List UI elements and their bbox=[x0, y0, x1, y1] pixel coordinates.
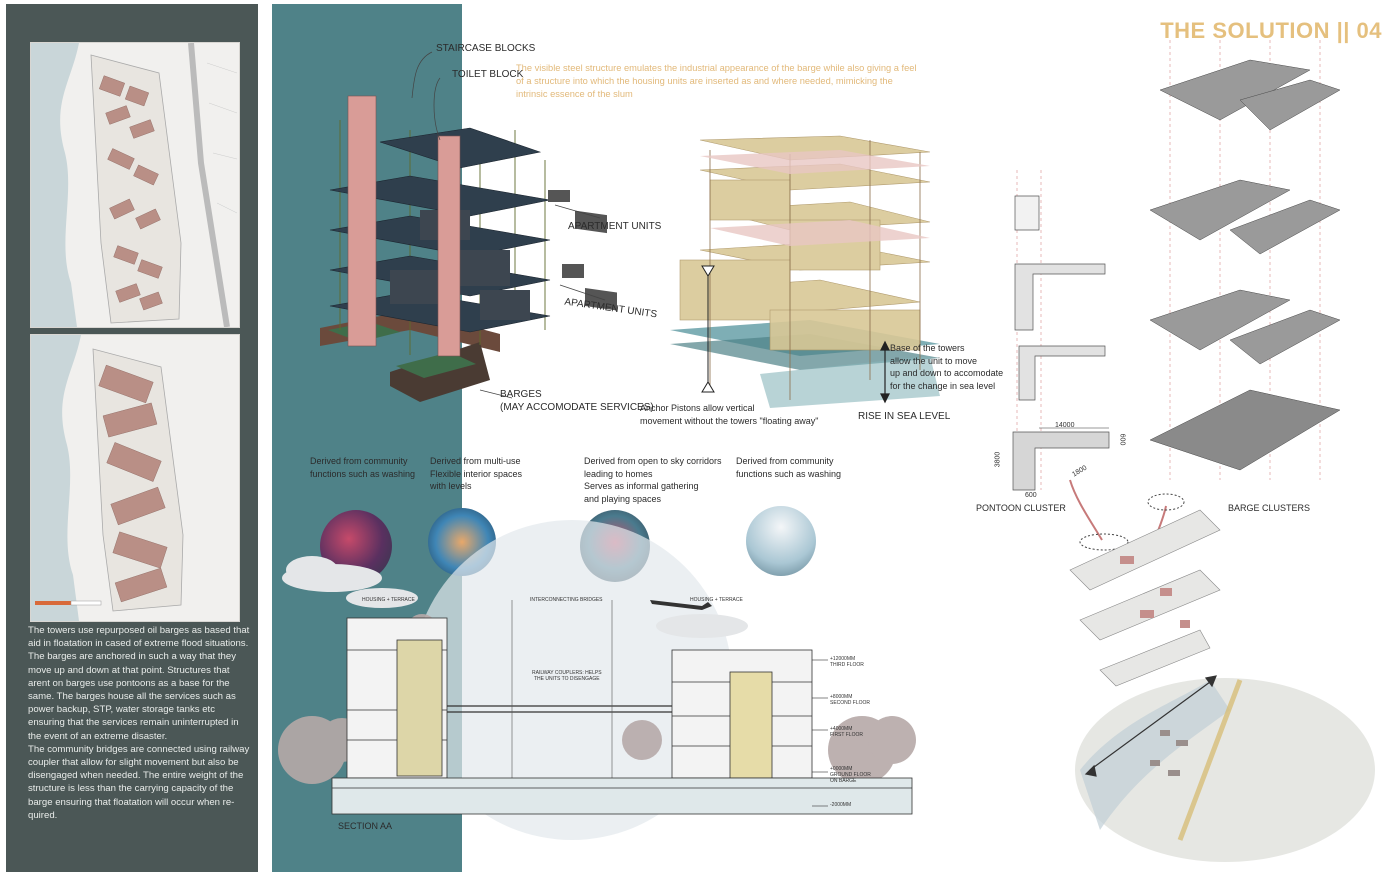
intro-text: The visible steel structure emulates the… bbox=[516, 63, 917, 99]
site-plan-top bbox=[30, 42, 240, 328]
label-barges: BARGES (MAY ACCOMODATE SERVICES) bbox=[500, 389, 654, 413]
label-interconnecting-bridges: INTERCONNECTING BRIDGES bbox=[530, 597, 603, 603]
level-ticks bbox=[812, 659, 828, 807]
section-aa-drawing bbox=[278, 520, 916, 840]
derived-caption-1: Derived from community functions such as… bbox=[310, 456, 416, 479]
right-building bbox=[671, 649, 813, 779]
photo-washing-2 bbox=[746, 506, 816, 576]
clouds bbox=[282, 556, 748, 638]
dim-left: 3800 bbox=[994, 451, 1002, 468]
label-pontoon-cluster: PONTOON CLUSTER bbox=[976, 503, 1066, 513]
barge-section bbox=[331, 777, 913, 815]
label-barge-clusters: BARGE CLUSTERS bbox=[1228, 503, 1311, 513]
derived-caption-3: Derived from open to sky corridors leadi… bbox=[584, 456, 722, 504]
label-housing-terrace-right: HOUSING + TERRACE bbox=[690, 597, 743, 603]
label-apartment-units-1: APARTMENT UNITS bbox=[568, 221, 662, 232]
level-barge-bottom: -2000MM bbox=[830, 802, 852, 808]
anchor-piston bbox=[701, 265, 715, 393]
label-staircase-blocks: STAIRCASE BLOCKS bbox=[436, 43, 536, 54]
masterplan-blocks bbox=[1120, 556, 1190, 628]
level-ground-floor: +0000MM GROUND FLOOR ON BARGE bbox=[830, 766, 871, 784]
label-rise-in-sea-level: RISE IN SEA LEVEL bbox=[858, 411, 951, 422]
page-title: THE SOLUTION || 04 bbox=[1160, 18, 1382, 43]
pink-slabs bbox=[700, 150, 930, 246]
dim-top: 14000 bbox=[1055, 422, 1075, 429]
left-building bbox=[346, 617, 448, 779]
label-housing-terrace-left: HOUSING + TERRACE bbox=[362, 597, 415, 603]
apartment-blocks bbox=[390, 210, 530, 320]
dim-bottom: 600 bbox=[1025, 492, 1037, 499]
derived-caption-4: Derived from community functions such as… bbox=[736, 456, 842, 479]
pontoon-cluster-drawing bbox=[1012, 170, 1110, 491]
level-second-floor: +8000MM SECOND FLOOR bbox=[830, 694, 871, 706]
map-blocks bbox=[1150, 730, 1188, 776]
cluster-levels bbox=[1149, 59, 1341, 471]
cluster-connection-and-map bbox=[1069, 479, 1375, 862]
label-section-aa: SECTION AA bbox=[338, 821, 393, 831]
barge-description: The towers use repurposed oil barges as … bbox=[28, 625, 250, 821]
pontoon-stack bbox=[1012, 195, 1110, 491]
left-panel bbox=[6, 4, 258, 872]
tower-staircase bbox=[347, 95, 461, 357]
label-anchor-pistons: Anchor Pistons allow vertical movement w… bbox=[640, 403, 819, 426]
unit-stack bbox=[679, 135, 931, 351]
trees bbox=[278, 614, 916, 784]
label-base-of-towers: Base of the towers allow the unit to mov… bbox=[890, 343, 1004, 391]
site-plan-bottom-drawing bbox=[31, 335, 184, 621]
level-third-floor: +12000MM THIRD FLOOR bbox=[830, 656, 864, 668]
level-first-floor: +4000MM FIRST FLOOR bbox=[830, 726, 863, 738]
derived-caption-2: Derived from multi-use Flexible interior… bbox=[430, 456, 523, 491]
steel-structure-axo bbox=[320, 95, 617, 402]
site-plan-top-drawing bbox=[31, 43, 238, 327]
label-railway-couplers: RAILWAY COUPLERS: HELPS THE UNITS TO DIS… bbox=[532, 670, 602, 682]
site-plan-bottom bbox=[30, 334, 240, 622]
connector-lines bbox=[1069, 479, 1167, 541]
floating-units bbox=[548, 190, 617, 311]
label-toilet-block: TOILET BLOCK bbox=[452, 69, 524, 80]
bridge bbox=[447, 705, 672, 713]
axo-masterplan bbox=[1069, 509, 1221, 687]
sky-dome bbox=[412, 520, 732, 840]
airplane bbox=[650, 600, 712, 610]
map-arrows bbox=[1084, 675, 1217, 777]
floating-unit-axo bbox=[670, 135, 940, 408]
sea-level-arrows bbox=[880, 340, 890, 404]
barge-clusters-drawing bbox=[1149, 40, 1341, 480]
dim-right: 600 bbox=[1118, 433, 1126, 446]
